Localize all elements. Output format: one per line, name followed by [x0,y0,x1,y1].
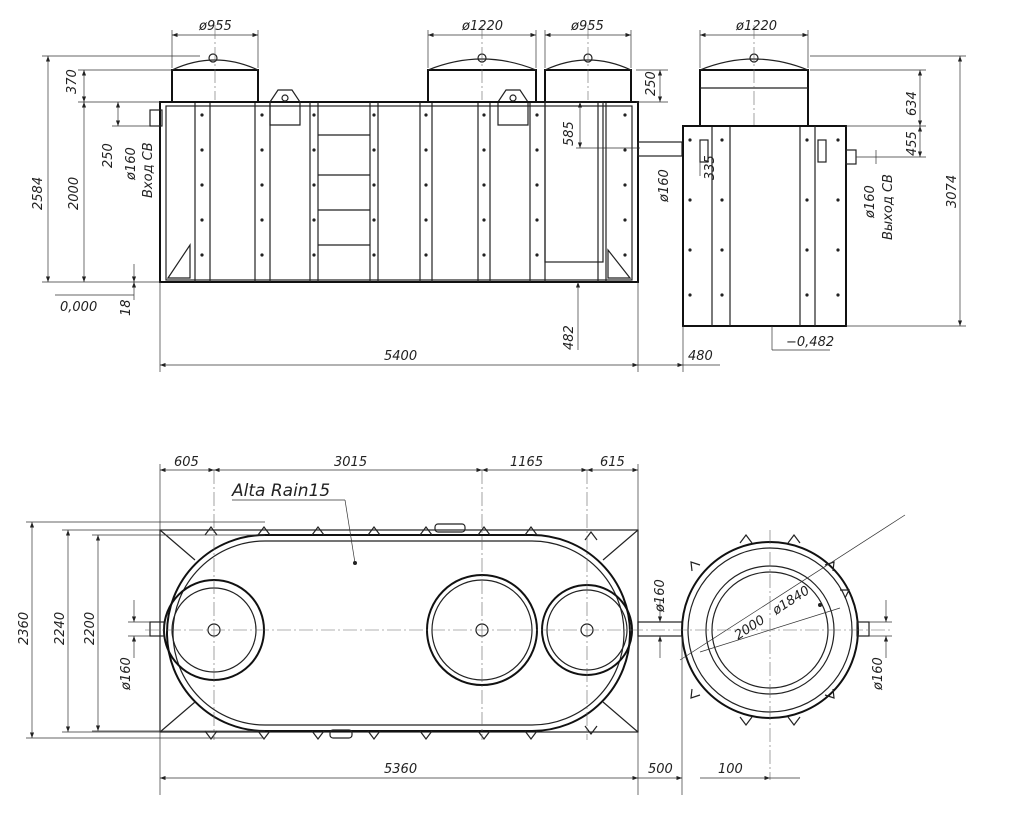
dim-250-right: 250 [644,71,659,96]
minus-level-mark: −0,482 [786,335,834,350]
dim-3015: 3015 [334,455,367,470]
dim-neck-1220-mid: ø1220 [461,19,503,34]
plan-view: Alta Rain15 605 3015 1165 615 2360 2240 … [17,455,906,795]
dim-plan-mid-dia: ø160 [653,579,668,613]
dim-634: 634 [905,91,920,116]
dim-455: 455 [905,131,920,156]
dim-2584: 2584 [31,177,46,210]
main-tank-body [159,101,639,283]
dim-neck-1220-far: ø1220 [735,19,777,34]
dim-2000-dia: 2000 [732,613,768,644]
plan-inlet-pipe [149,621,165,637]
inlet-pipe [149,109,163,127]
dim-500: 500 [648,762,673,777]
base-plate-outline [159,529,639,733]
dim-outlet-dia: ø160 [863,185,878,219]
dim-1165: 1165 [510,455,543,470]
tank-plan-outline [166,534,631,732]
dim-250-left: 250 [101,143,116,168]
dim-18: 18 [119,299,134,316]
dim-inlet-dia: ø160 [124,147,139,181]
dim-480: 480 [688,349,713,364]
connecting-pipe [637,141,683,157]
dim-585: 585 [562,121,577,146]
dim-370: 370 [65,69,80,94]
dim-615: 615 [600,455,625,470]
dim-5360: 5360 [384,762,417,777]
dim-482: 482 [562,325,577,350]
zero-level-mark: 0,000 [60,300,97,315]
dim-pipe-dia: ø160 [657,169,672,203]
dim-2200: 2200 [83,612,98,645]
dim-2000: 2000 [67,177,82,210]
model-title: Alta Rain15 [231,481,330,501]
dim-plan-inlet-dia: ø160 [119,657,134,691]
plan-outlet-pipe [856,621,870,637]
dim-neck-955-left: ø955 [198,19,232,34]
dim-5400: 5400 [384,349,417,364]
inlet-label: Вход СВ [141,142,156,198]
dim-3074: 3074 [945,175,960,208]
dim-100: 100 [718,762,743,777]
side-view: ø955 ø1220 ø955 ø1220 370 2584 2000 250 … [31,19,966,372]
dim-2240: 2240 [53,612,68,645]
outlet-label: Выход СВ [881,174,896,240]
outlet-pipe [845,149,857,165]
dim-2360: 2360 [17,612,32,645]
dim-plan-out-dia: ø160 [871,657,886,691]
plan-connecting-pipe [637,621,683,637]
dim-neck-955-right: ø955 [570,19,604,34]
dim-605: 605 [174,455,199,470]
dim-335: 335 [703,155,718,180]
